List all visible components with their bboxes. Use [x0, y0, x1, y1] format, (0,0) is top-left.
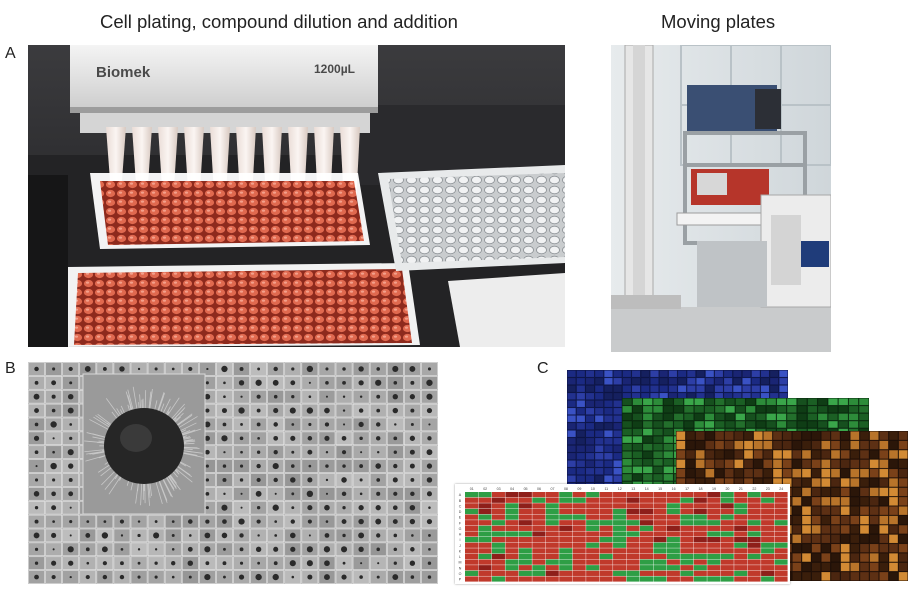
- spheroid-image-grid: [28, 362, 438, 584]
- svg-text:13: 13: [631, 487, 635, 491]
- heatmap-data-table: 01 02 03 04 05 06 07 08 09 10 11 12 13 14 15 16 17 18 19 20…: [455, 484, 790, 584]
- panel-label-a: A: [5, 45, 16, 62]
- svg-text:K: K: [459, 549, 462, 553]
- panel-label-c: C: [537, 360, 549, 377]
- svg-text:I: I: [460, 538, 461, 542]
- svg-text:24: 24: [779, 487, 783, 491]
- biomek-brand-text: Biomek: [96, 64, 151, 81]
- svg-text:09: 09: [577, 487, 581, 491]
- svg-text:04: 04: [510, 487, 514, 491]
- svg-text:20: 20: [725, 487, 729, 491]
- svg-text:H: H: [459, 533, 462, 537]
- volume-text: 1200µL: [314, 62, 355, 76]
- svg-text:N: N: [459, 566, 462, 570]
- svg-text:02: 02: [483, 487, 487, 491]
- svg-text:B: B: [459, 499, 462, 503]
- biomek-photo: Biomek 1200µL: [28, 45, 565, 347]
- svg-text:01: 01: [470, 487, 474, 491]
- svg-text:C: C: [459, 504, 462, 508]
- svg-text:03: 03: [497, 487, 501, 491]
- svg-text:10: 10: [591, 487, 595, 491]
- svg-text:16: 16: [672, 487, 676, 491]
- svg-text:E: E: [459, 516, 462, 520]
- svg-text:G: G: [459, 527, 462, 531]
- svg-text:05: 05: [524, 487, 528, 491]
- svg-text:L: L: [459, 555, 461, 559]
- svg-text:19: 19: [712, 487, 716, 491]
- svg-text:06: 06: [537, 487, 541, 491]
- moving-plates-photo: [611, 45, 831, 352]
- svg-text:08: 08: [564, 487, 568, 491]
- svg-text:M: M: [459, 561, 462, 565]
- svg-text:D: D: [459, 510, 462, 514]
- panel-title-left: Cell plating, compound dilution and addi…: [100, 11, 458, 32]
- svg-text:17: 17: [685, 487, 689, 491]
- svg-text:15: 15: [658, 487, 662, 491]
- svg-text:12: 12: [618, 487, 622, 491]
- svg-text:23: 23: [766, 487, 770, 491]
- svg-text:21: 21: [739, 487, 743, 491]
- panel-title-right: Moving plates: [661, 11, 776, 32]
- svg-text:07: 07: [550, 487, 554, 491]
- svg-text:P: P: [459, 578, 462, 582]
- svg-text:22: 22: [752, 487, 756, 491]
- svg-text:O: O: [459, 572, 462, 576]
- svg-text:F: F: [459, 521, 462, 525]
- svg-text:14: 14: [645, 487, 649, 491]
- panel-label-b: B: [5, 360, 16, 377]
- svg-text:A: A: [459, 493, 462, 497]
- svg-text:J: J: [459, 544, 461, 548]
- svg-text:18: 18: [699, 487, 703, 491]
- svg-text:11: 11: [604, 487, 608, 491]
